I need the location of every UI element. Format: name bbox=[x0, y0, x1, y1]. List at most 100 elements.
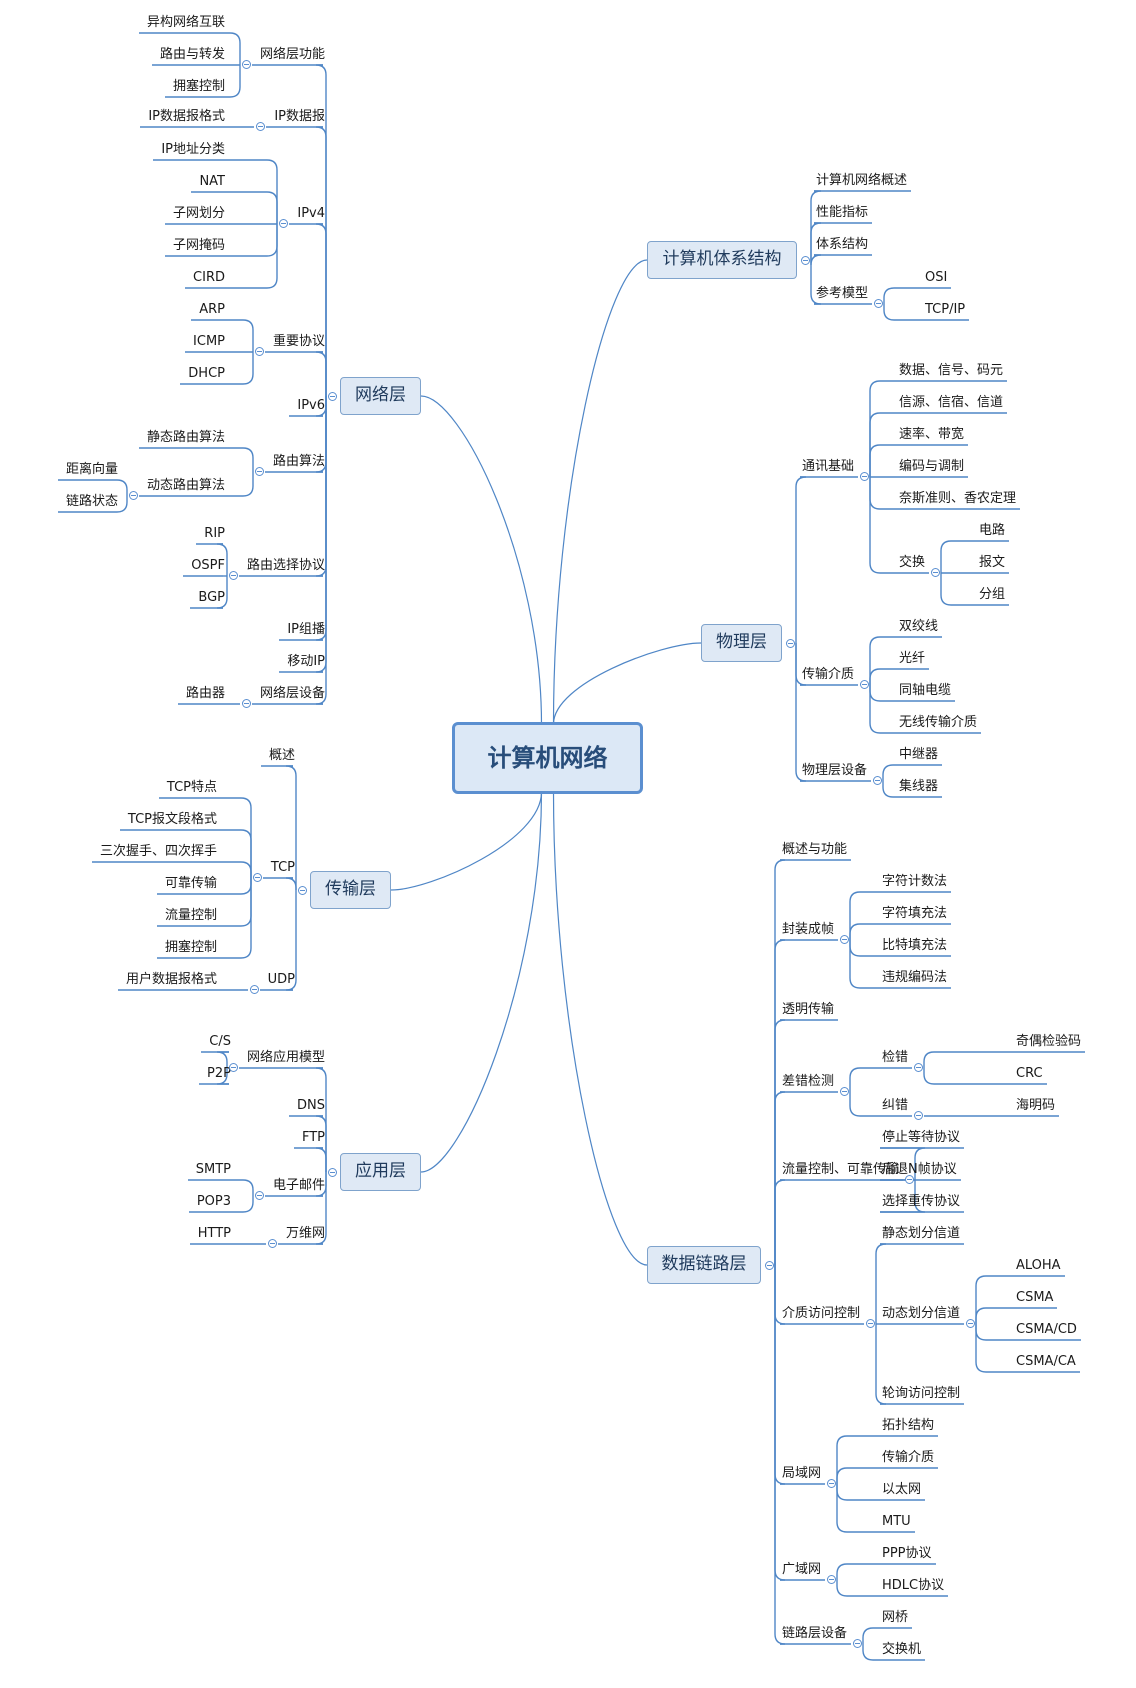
collapse-toggle-icon[interactable] bbox=[327, 391, 337, 401]
collapse-toggle-icon[interactable] bbox=[241, 59, 251, 69]
node-label[interactable]: 交换 bbox=[899, 555, 926, 570]
collapse-toggle-icon[interactable] bbox=[255, 121, 265, 131]
collapse-toggle-icon[interactable] bbox=[297, 885, 307, 895]
node-label[interactable]: 可靠传输 bbox=[164, 876, 217, 891]
collapse-toggle-icon[interactable] bbox=[930, 567, 940, 577]
node-label[interactable]: 报文 bbox=[979, 555, 1006, 570]
node-label[interactable]: 分组 bbox=[979, 587, 1006, 602]
main-topic-wlc[interactable]: 物理层 bbox=[701, 624, 782, 662]
collapse-toggle-icon[interactable] bbox=[278, 218, 288, 228]
node-label[interactable]: 奇偶检验码 bbox=[1016, 1034, 1082, 1049]
node-label[interactable]: 以太网 bbox=[882, 1482, 922, 1497]
collapse-toggle-icon[interactable] bbox=[826, 1574, 836, 1584]
node-label[interactable]: 光纤 bbox=[899, 651, 926, 666]
node-label[interactable]: CIRD bbox=[193, 270, 225, 285]
node-label[interactable]: NAT bbox=[199, 174, 225, 189]
node-label[interactable]: 体系结构 bbox=[816, 237, 869, 252]
node-label[interactable]: 字符计数法 bbox=[882, 874, 948, 889]
node-label[interactable]: TCP bbox=[270, 860, 295, 875]
node-label[interactable]: CSMA/CA bbox=[1016, 1354, 1076, 1369]
node-label[interactable]: 参考模型 bbox=[816, 286, 869, 301]
collapse-toggle-icon[interactable] bbox=[228, 1062, 238, 1072]
node-label[interactable]: HTTP bbox=[197, 1226, 231, 1241]
node-label[interactable]: 链路层设备 bbox=[782, 1626, 848, 1641]
node-label[interactable]: 同轴电缆 bbox=[899, 683, 952, 698]
node-label[interactable]: ARP bbox=[199, 302, 225, 317]
node-label[interactable]: OSI bbox=[925, 270, 948, 285]
node-label[interactable]: ALOHA bbox=[1016, 1258, 1061, 1273]
node-label[interactable]: C/S bbox=[209, 1034, 231, 1049]
collapse-toggle-icon[interactable] bbox=[800, 255, 810, 265]
main-topic-sj[interactable]: 数据链路层 bbox=[647, 1246, 761, 1284]
collapse-toggle-icon[interactable] bbox=[241, 698, 251, 708]
node-label[interactable]: DHCP bbox=[188, 366, 225, 381]
node-label[interactable]: 静态路由算法 bbox=[146, 430, 225, 445]
node-label[interactable]: 链路状态 bbox=[65, 494, 118, 509]
node-label[interactable]: 静态划分信道 bbox=[882, 1226, 961, 1241]
node-label[interactable]: POP3 bbox=[196, 1194, 231, 1209]
node-label[interactable]: CSMA/CD bbox=[1016, 1322, 1077, 1337]
collapse-toggle-icon[interactable] bbox=[839, 1086, 849, 1096]
node-label[interactable]: 集线器 bbox=[899, 779, 939, 794]
node-label[interactable]: 数据、信号、码元 bbox=[899, 363, 1004, 378]
collapse-toggle-icon[interactable] bbox=[128, 490, 138, 500]
main-topic-yy[interactable]: 应用层 bbox=[340, 1153, 421, 1191]
collapse-toggle-icon[interactable] bbox=[764, 1260, 774, 1270]
node-label[interactable]: CRC bbox=[1016, 1066, 1043, 1081]
main-topic-wl[interactable]: 网络层 bbox=[340, 377, 421, 415]
node-label[interactable]: 传输介质 bbox=[882, 1450, 935, 1465]
node-label[interactable]: 三次握手、四次挥手 bbox=[99, 844, 217, 859]
node-label[interactable]: 流量控制 bbox=[164, 908, 217, 923]
node-label[interactable]: 编码与调制 bbox=[899, 459, 965, 474]
collapse-toggle-icon[interactable] bbox=[254, 1190, 264, 1200]
node-label[interactable]: 概述与功能 bbox=[782, 842, 848, 857]
node-label[interactable]: 速率、带宽 bbox=[899, 427, 965, 442]
collapse-toggle-icon[interactable] bbox=[228, 570, 238, 580]
node-label[interactable]: TCP/IP bbox=[925, 302, 966, 317]
node-label[interactable]: 拥塞控制 bbox=[172, 79, 225, 94]
node-label[interactable]: 用户数据报格式 bbox=[125, 972, 217, 987]
collapse-toggle-icon[interactable] bbox=[965, 1318, 975, 1328]
node-label[interactable]: 检错 bbox=[882, 1050, 909, 1065]
node-label[interactable]: IPv4 bbox=[297, 206, 325, 221]
node-label[interactable]: 重要协议 bbox=[272, 334, 325, 349]
main-topic-tx[interactable]: 计算机体系结构 bbox=[647, 241, 797, 279]
node-label[interactable]: 路由选择协议 bbox=[246, 558, 325, 573]
node-label[interactable]: 封装成帧 bbox=[782, 922, 835, 937]
node-label[interactable]: ICMP bbox=[193, 334, 225, 349]
node-label[interactable]: 拥塞控制 bbox=[164, 940, 217, 955]
node-label[interactable]: 选择重传协议 bbox=[882, 1194, 961, 1209]
node-label[interactable]: 性能指标 bbox=[816, 205, 869, 220]
node-label[interactable]: 纠错 bbox=[882, 1098, 909, 1113]
node-label[interactable]: 停止等待协议 bbox=[882, 1130, 961, 1145]
node-label[interactable]: 介质访问控制 bbox=[782, 1306, 861, 1321]
collapse-toggle-icon[interactable] bbox=[839, 934, 849, 944]
node-label[interactable]: 拓扑结构 bbox=[882, 1418, 935, 1433]
node-label[interactable]: 电子邮件 bbox=[272, 1178, 325, 1193]
collapse-toggle-icon[interactable] bbox=[904, 1174, 914, 1184]
node-label[interactable]: 网络层功能 bbox=[259, 47, 325, 62]
node-label[interactable]: 轮询访问控制 bbox=[882, 1386, 961, 1401]
node-label[interactable]: 无线传输介质 bbox=[899, 715, 978, 730]
node-label[interactable]: 异构网络互联 bbox=[146, 15, 225, 30]
node-label[interactable]: MTU bbox=[882, 1514, 911, 1529]
node-label[interactable]: 网桥 bbox=[882, 1610, 909, 1625]
node-label[interactable]: 网络层设备 bbox=[259, 686, 325, 701]
collapse-toggle-icon[interactable] bbox=[254, 466, 264, 476]
collapse-toggle-icon[interactable] bbox=[249, 984, 259, 994]
node-label[interactable]: 中继器 bbox=[899, 747, 939, 762]
node-label[interactable]: HDLC协议 bbox=[882, 1578, 945, 1593]
node-label[interactable]: 路由算法 bbox=[272, 454, 325, 469]
root-topic[interactable]: 计算机网络 bbox=[452, 722, 643, 794]
node-label[interactable]: RIP bbox=[204, 526, 225, 541]
node-label[interactable]: IP数据报格式 bbox=[148, 109, 225, 124]
collapse-toggle-icon[interactable] bbox=[859, 471, 869, 481]
collapse-toggle-icon[interactable] bbox=[785, 638, 795, 648]
node-label[interactable]: IP地址分类 bbox=[161, 142, 225, 157]
collapse-toggle-icon[interactable] bbox=[873, 298, 883, 308]
node-label[interactable]: 海明码 bbox=[1016, 1098, 1056, 1113]
node-label[interactable]: 奈斯准则、香农定理 bbox=[899, 491, 1017, 506]
node-label[interactable]: 计算机网络概述 bbox=[816, 173, 908, 188]
collapse-toggle-icon[interactable] bbox=[872, 775, 882, 785]
collapse-toggle-icon[interactable] bbox=[327, 1167, 337, 1177]
